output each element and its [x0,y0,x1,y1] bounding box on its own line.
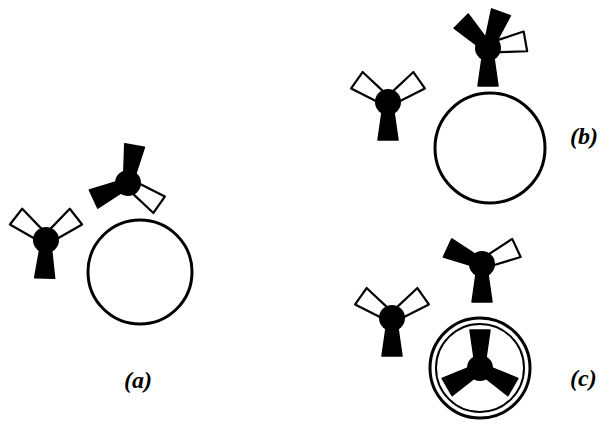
molecule [89,144,165,213]
surface-circle [430,318,530,418]
molecule [442,330,518,396]
molecule [443,239,520,302]
panel-label: (c) [570,366,597,390]
surface-circle [88,220,192,324]
molecule [351,72,425,140]
surface-circle [435,93,545,203]
molecule [454,9,527,86]
panel-label: (b) [570,124,598,148]
inner-ring [436,324,524,412]
panel-label: (a) [124,368,152,392]
molecule [355,288,429,356]
molecule [10,209,82,279]
